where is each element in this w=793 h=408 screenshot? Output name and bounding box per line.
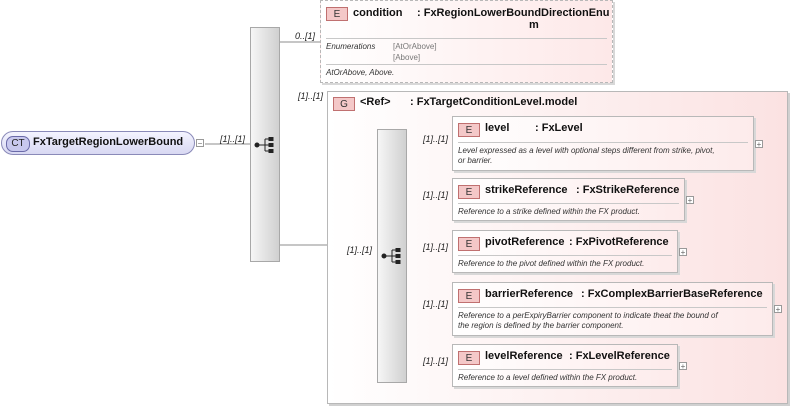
separator — [326, 38, 607, 39]
element-type: : FxComplexBarrierBaseReference — [581, 288, 763, 300]
complex-type-badge: CT — [6, 136, 30, 152]
element-multiplicity: [1]..[1] — [423, 242, 449, 252]
element-doc: Reference to a strike defined within the… — [458, 207, 640, 216]
group-badge: G — [333, 97, 355, 111]
condition-type: : FxRegionLowerBoundDirectionEnu — [417, 7, 610, 19]
element-doc: the region is defined by the barrier com… — [458, 321, 624, 330]
element-doc: Reference to the pivot defined within th… — [458, 259, 645, 268]
element-doc: Reference to a perExpiryBarrier componen… — [458, 311, 718, 320]
expand-icon[interactable]: + — [686, 196, 694, 205]
separator — [458, 203, 679, 204]
group-ref-label: <Ref> — [360, 96, 391, 108]
element-doc: Reference to a level defined within the … — [458, 373, 638, 382]
element-badge: E — [458, 123, 480, 137]
inner-sequence-compositor[interactable] — [377, 129, 407, 383]
separator — [458, 307, 767, 308]
enumerations-label: Enumerations — [326, 42, 376, 51]
sequence-multiplicity: [1]..[1] — [347, 245, 373, 255]
separator — [458, 142, 748, 143]
element-level-reference[interactable]: E levelReference : FxLevelReference Refe… — [452, 344, 678, 387]
sequence-icon — [381, 248, 401, 264]
sequence-compositor[interactable] — [250, 27, 280, 262]
root-multiplicity: [1]..[1] — [220, 134, 246, 144]
element-name: strikeReference — [485, 184, 568, 196]
expand-icon[interactable]: + — [755, 140, 763, 149]
element-badge: E — [458, 185, 480, 199]
condition-type-wrap: m — [529, 19, 539, 31]
sequence-icon — [254, 136, 274, 153]
condition-doc: AtOrAbove, Above. — [326, 68, 395, 77]
group-multiplicity: [1]..[1] — [298, 91, 324, 101]
element-name: level — [485, 122, 510, 134]
element-level[interactable]: E level : FxLevel Level expressed as a l… — [452, 116, 754, 171]
element-badge: E — [458, 237, 480, 251]
separator — [458, 369, 672, 370]
group-type: : FxTargetConditionLevel.model — [410, 96, 578, 108]
element-type: : FxStrikeReference — [576, 184, 680, 196]
element-barrier-reference[interactable]: E barrierReference : FxComplexBarrierBas… — [452, 282, 773, 336]
enum-value: [Above] — [393, 53, 421, 62]
element-name: pivotReference — [485, 236, 565, 248]
expand-icon[interactable]: + — [679, 248, 687, 257]
element-badge: E — [458, 289, 480, 303]
collapse-icon[interactable]: − — [196, 139, 204, 148]
condition-multiplicity: 0..[1] — [295, 31, 316, 41]
element-type: : FxPivotReference — [569, 236, 669, 248]
separator — [458, 255, 672, 256]
complex-type-node[interactable]: CT FxTargetRegionLowerBound — [1, 131, 195, 155]
element-multiplicity: [1]..[1] — [423, 134, 449, 144]
element-multiplicity: [1]..[1] — [423, 356, 449, 366]
element-name: barrierReference — [485, 288, 574, 300]
element-doc: Level expressed as a level with optional… — [458, 146, 715, 155]
enum-value: [AtOrAbove] — [393, 42, 437, 51]
expand-icon[interactable]: + — [679, 362, 687, 371]
element-name: levelReference — [485, 350, 563, 362]
element-multiplicity: [1]..[1] — [423, 190, 449, 200]
condition-name: condition — [353, 7, 403, 19]
element-strike-reference[interactable]: E strikeReference : FxStrikeReference Re… — [452, 178, 685, 221]
element-type: : FxLevelReference — [569, 350, 670, 362]
element-pivot-reference[interactable]: E pivotReference : FxPivotReference Refe… — [452, 230, 678, 273]
element-multiplicity: [1]..[1] — [423, 299, 449, 309]
element-doc: or barrier. — [458, 156, 493, 165]
condition-element[interactable]: E condition : FxRegionLowerBoundDirectio… — [320, 0, 613, 83]
element-badge: E — [458, 351, 480, 365]
element-type: : FxLevel — [535, 122, 583, 134]
element-badge: E — [326, 7, 348, 21]
root-type-name: FxTargetRegionLowerBound — [33, 136, 184, 148]
separator — [326, 64, 607, 65]
expand-icon[interactable]: + — [774, 305, 782, 314]
